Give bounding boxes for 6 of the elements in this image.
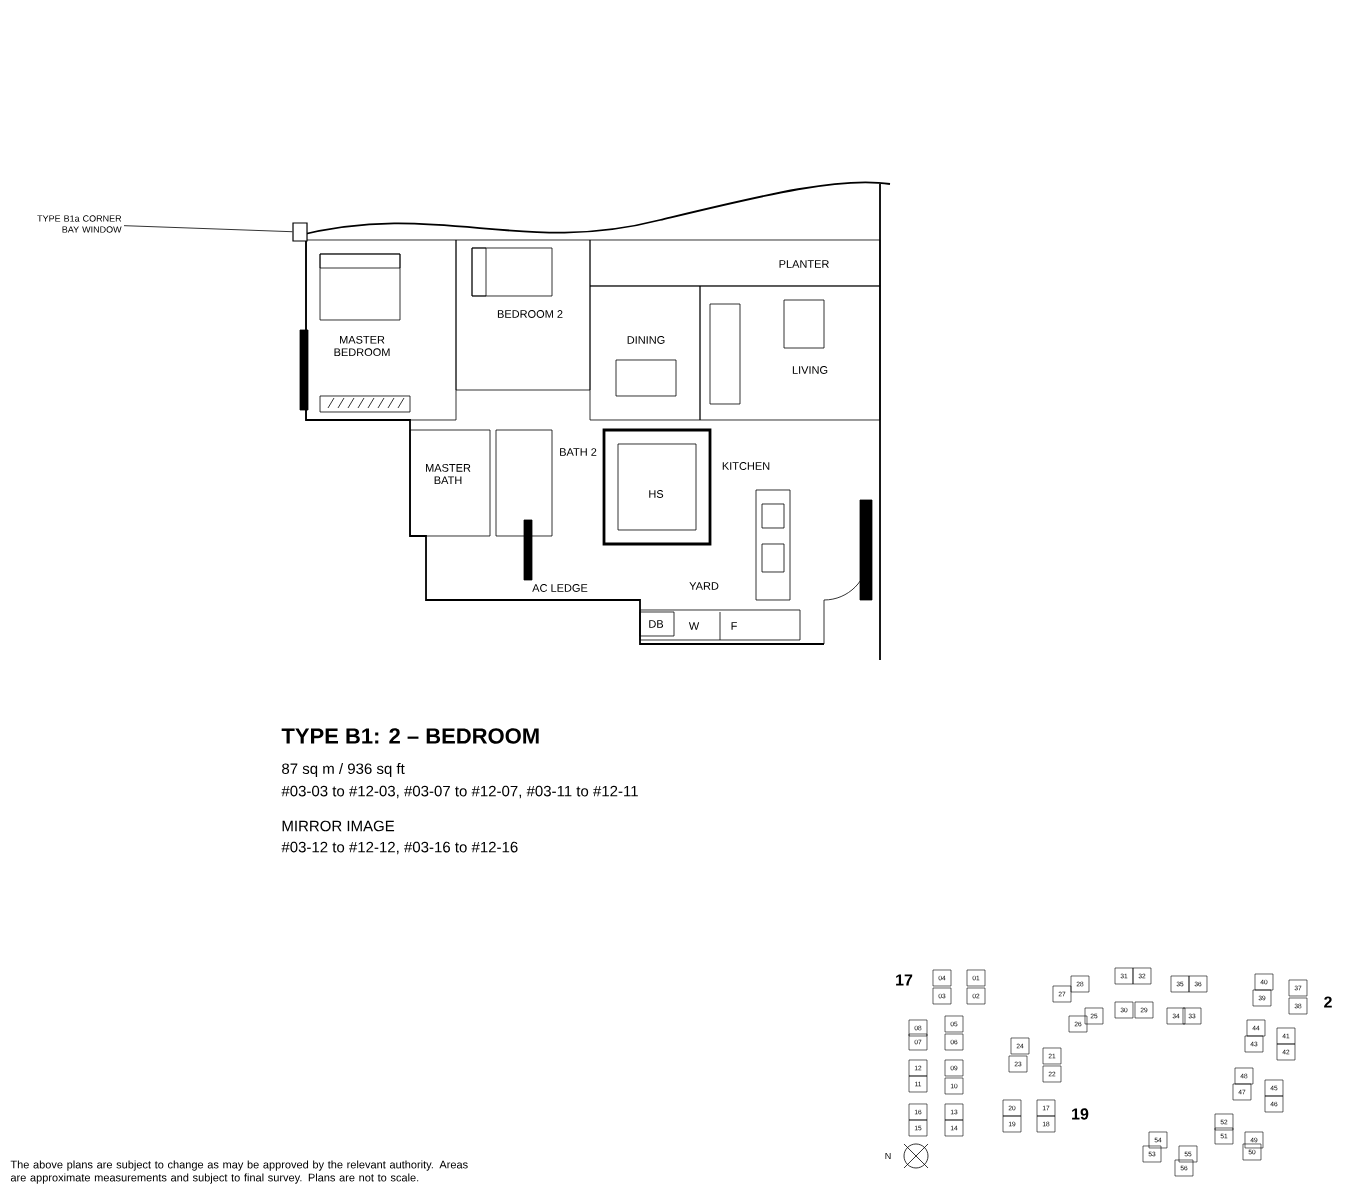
leader-line bbox=[123, 225, 293, 233]
block-number: 17 bbox=[896, 974, 913, 986]
bay-window bbox=[292, 222, 308, 242]
block-number: 2 bbox=[1324, 996, 1332, 1008]
block-number: 19 bbox=[1072, 1108, 1089, 1120]
unit-type-heading: TYPE B1: 2 – BEDROOM bbox=[281, 728, 539, 744]
